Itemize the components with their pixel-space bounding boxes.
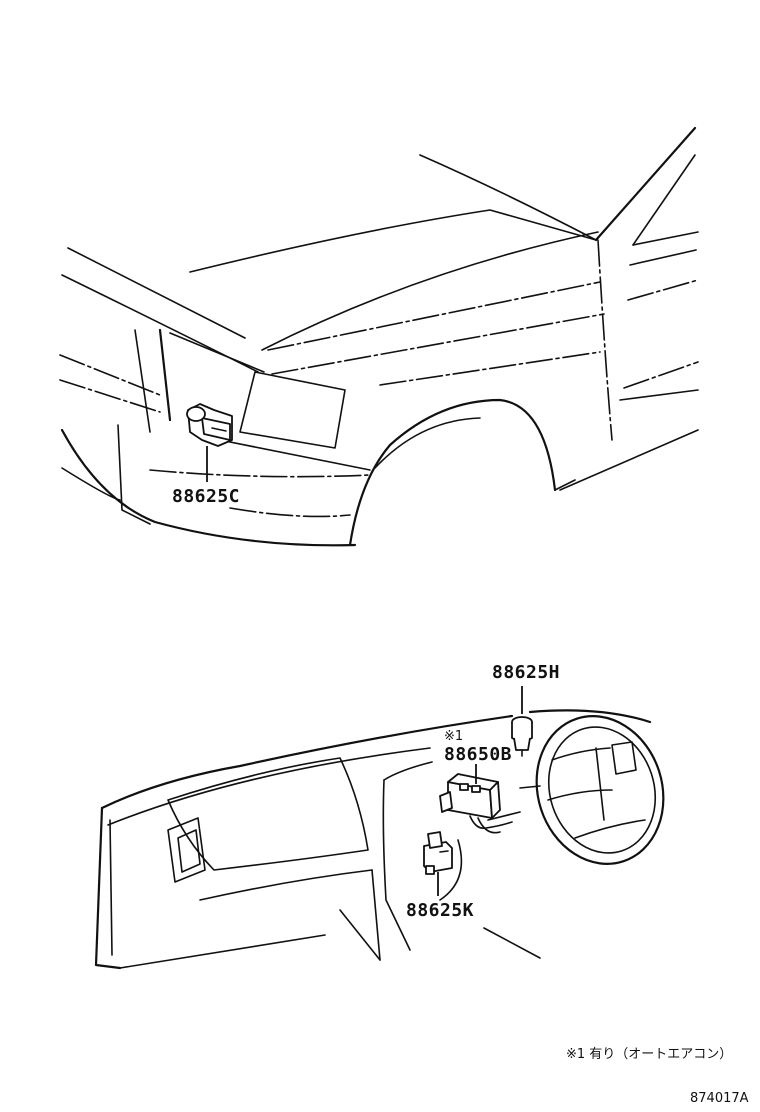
reference-code: 874017A	[690, 1091, 749, 1106]
mark-note-1: ※1	[444, 729, 463, 744]
label-88625k: 88625K	[406, 900, 474, 921]
label-88625h: 88625H	[492, 662, 560, 683]
vehicle-front-view	[59, 126, 699, 547]
label-88625c: 88625C	[172, 486, 240, 507]
front-sensor-part	[186, 403, 233, 482]
dashboard-view	[94, 709, 665, 970]
amplifier-part	[439, 764, 513, 834]
lower-sensor-part	[423, 831, 453, 896]
top-sensor-part	[511, 686, 533, 757]
label-88650b: 88650B	[444, 744, 512, 765]
footnote: ※1 有り（オートエアコン）	[566, 1047, 732, 1062]
